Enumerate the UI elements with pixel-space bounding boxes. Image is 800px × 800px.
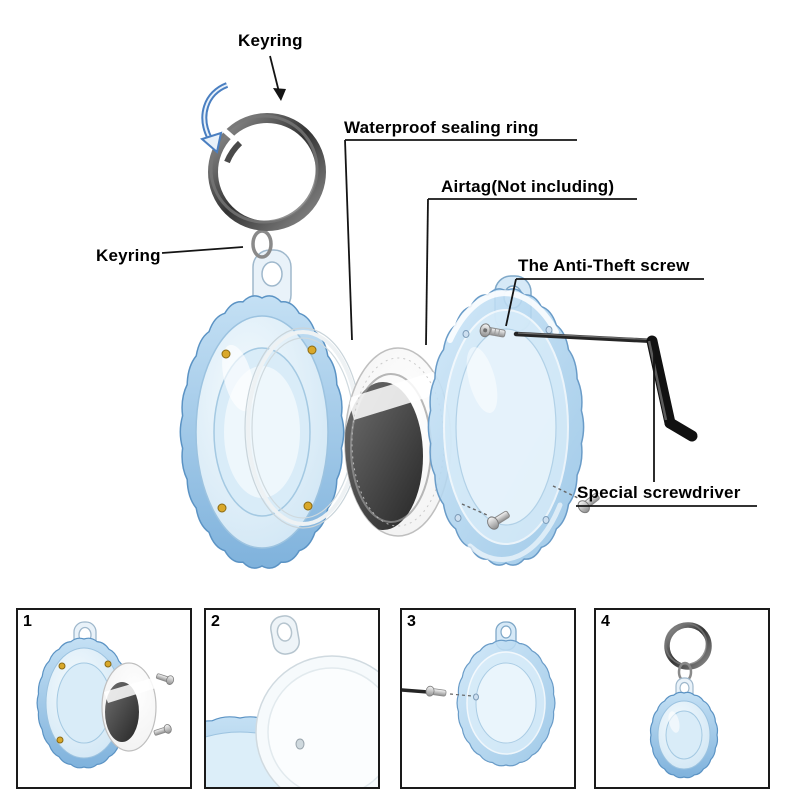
step3-art	[400, 621, 556, 767]
arrowhead	[273, 88, 286, 101]
hanger-hole	[261, 261, 283, 287]
leader-screw	[505, 278, 517, 327]
gold-screw	[307, 345, 317, 355]
screw-path-dashed	[552, 485, 579, 499]
label-sealing-ring: Waterproof sealing ring	[344, 118, 539, 137]
label-screwdriver: Special screwdriver	[577, 483, 741, 502]
allen-key	[513, 331, 698, 442]
rotate-arrow-icon	[199, 82, 229, 154]
gold-screw	[221, 349, 231, 359]
label-airtag: Airtag(Not including)	[441, 177, 615, 196]
step-panel-2: 2	[204, 608, 380, 789]
screw-hole	[545, 326, 553, 334]
step2-art	[204, 615, 380, 789]
label-keyring-top: Keyring	[238, 31, 303, 50]
gold-screw	[303, 501, 313, 511]
screw-path-dashed	[461, 503, 488, 516]
step-number-2: 2	[211, 613, 220, 630]
leader-keyring-top	[269, 55, 280, 93]
screw-hole	[462, 330, 470, 338]
case-front-assembly	[427, 275, 585, 566]
keyring-illustration	[208, 113, 326, 259]
screw-hole	[542, 516, 550, 524]
keyring-link	[251, 229, 273, 259]
keyring-ring	[208, 113, 326, 231]
step-panel-4: 4	[594, 608, 770, 789]
label-keyring-left: Keyring	[96, 246, 161, 265]
leader-lines	[161, 55, 757, 507]
case-back-assembly	[179, 249, 345, 569]
screw-hole	[454, 514, 462, 522]
leader-airtag	[425, 198, 429, 346]
anti-theft-screw-part	[479, 323, 506, 338]
leader-sealing-ring	[344, 139, 353, 341]
gold-screw	[217, 503, 227, 513]
step-panel-1: 1	[16, 608, 192, 789]
label-anti-theft-screw: The Anti-Theft screw	[518, 256, 690, 275]
leader-keyring-left	[161, 246, 244, 254]
step-number-3: 3	[407, 613, 416, 630]
step-panel-3: 3	[400, 608, 576, 789]
airtag-illustration	[344, 347, 452, 537]
step-number-4: 4	[601, 613, 610, 630]
step1-art	[36, 621, 175, 769]
screw-part	[487, 510, 510, 530]
step-number-1: 1	[23, 613, 32, 630]
step4-art	[649, 622, 719, 779]
